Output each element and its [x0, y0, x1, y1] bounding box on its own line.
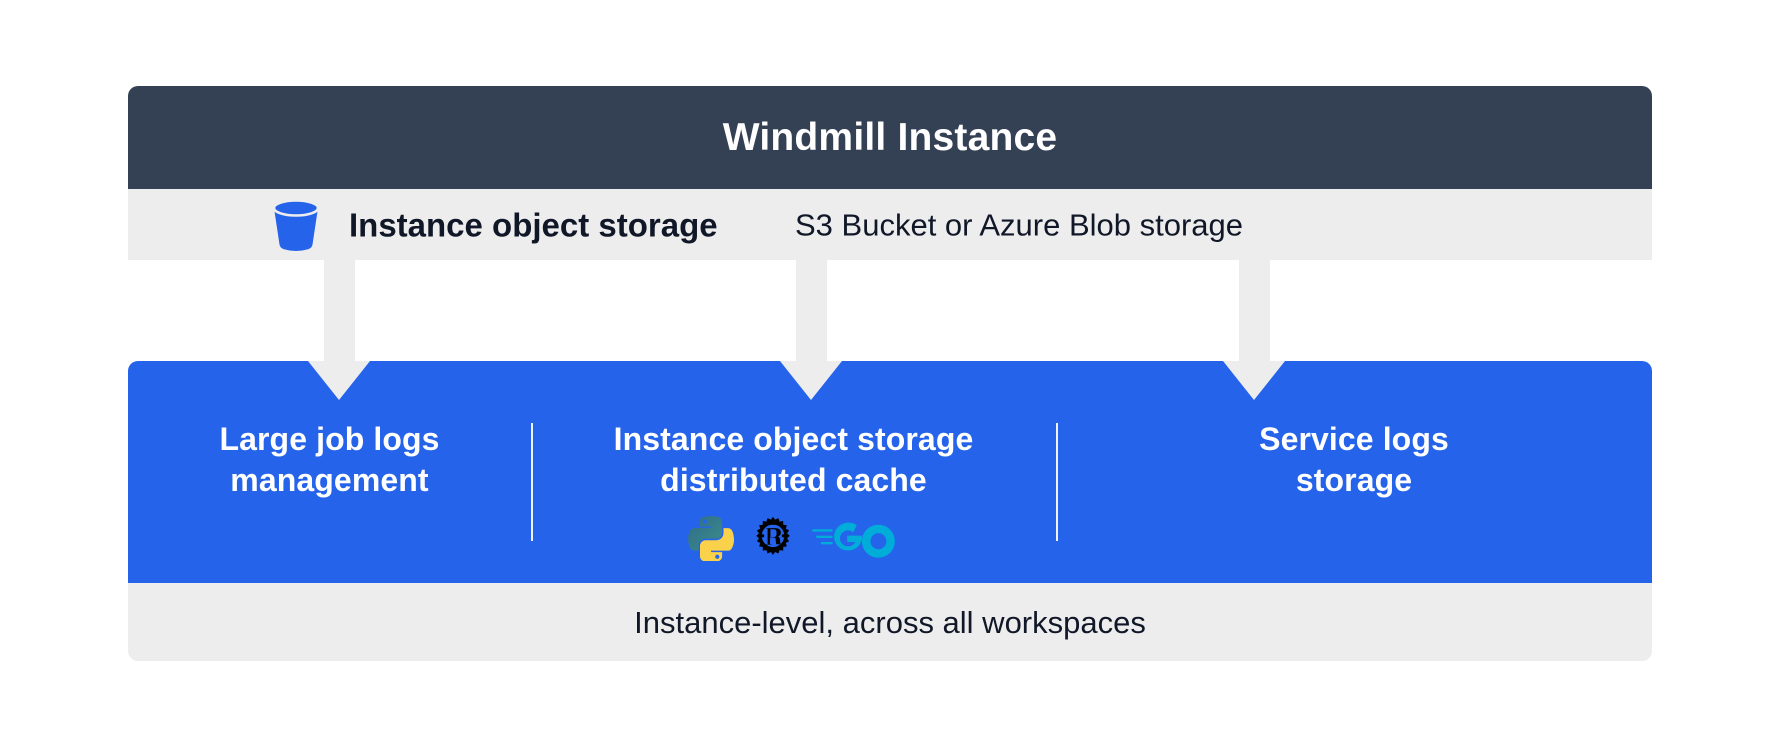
diagram-header: Windmill Instance — [128, 86, 1652, 189]
arrow-head-distributed-cache-icon — [780, 361, 842, 400]
windmill-instance-diagram: Windmill Instance Instance object storag… — [128, 86, 1652, 661]
column-title: Large job logs management — [219, 421, 440, 498]
arrow-stem-service-logs — [1239, 260, 1270, 361]
panel-column-large-job-logs: Large job logs management — [128, 361, 531, 583]
connector-region — [128, 260, 1652, 361]
panel-column-service-logs: Service logs storage — [1056, 361, 1652, 583]
page-title: Windmill Instance — [722, 116, 1058, 159]
go-logo — [811, 522, 895, 558]
bucket-icon — [272, 199, 320, 251]
column-title: Service logs storage — [1259, 421, 1449, 498]
column-title: Instance object storage distributed cach… — [613, 421, 974, 498]
arrow-stem-large-job-logs — [324, 260, 355, 361]
rust-logo — [755, 516, 790, 555]
python-logo — [687, 515, 734, 561]
arrow-stem-distributed-cache — [796, 260, 827, 361]
column-divider — [1056, 423, 1058, 541]
arrow-head-large-job-logs-icon — [308, 361, 370, 400]
instance-object-storage-label: Instance object storage — [349, 206, 718, 243]
footer-label: Instance-level, across all workspaces — [634, 604, 1146, 640]
panel-column-distributed-cache: Instance object storage distributed cach… — [531, 361, 1056, 583]
arrow-head-service-logs-icon — [1223, 361, 1285, 400]
language-logo-row — [687, 515, 900, 561]
column-divider — [531, 423, 533, 541]
storage-features-panel: Large job logs management Instance objec… — [128, 361, 1652, 583]
storage-backend-label: S3 Bucket or Azure Blob storage — [795, 207, 1244, 242]
instance-object-storage-row: Instance object storage S3 Bucket or Azu… — [128, 189, 1652, 260]
diagram-footer: Instance-level, across all workspaces — [128, 583, 1652, 661]
